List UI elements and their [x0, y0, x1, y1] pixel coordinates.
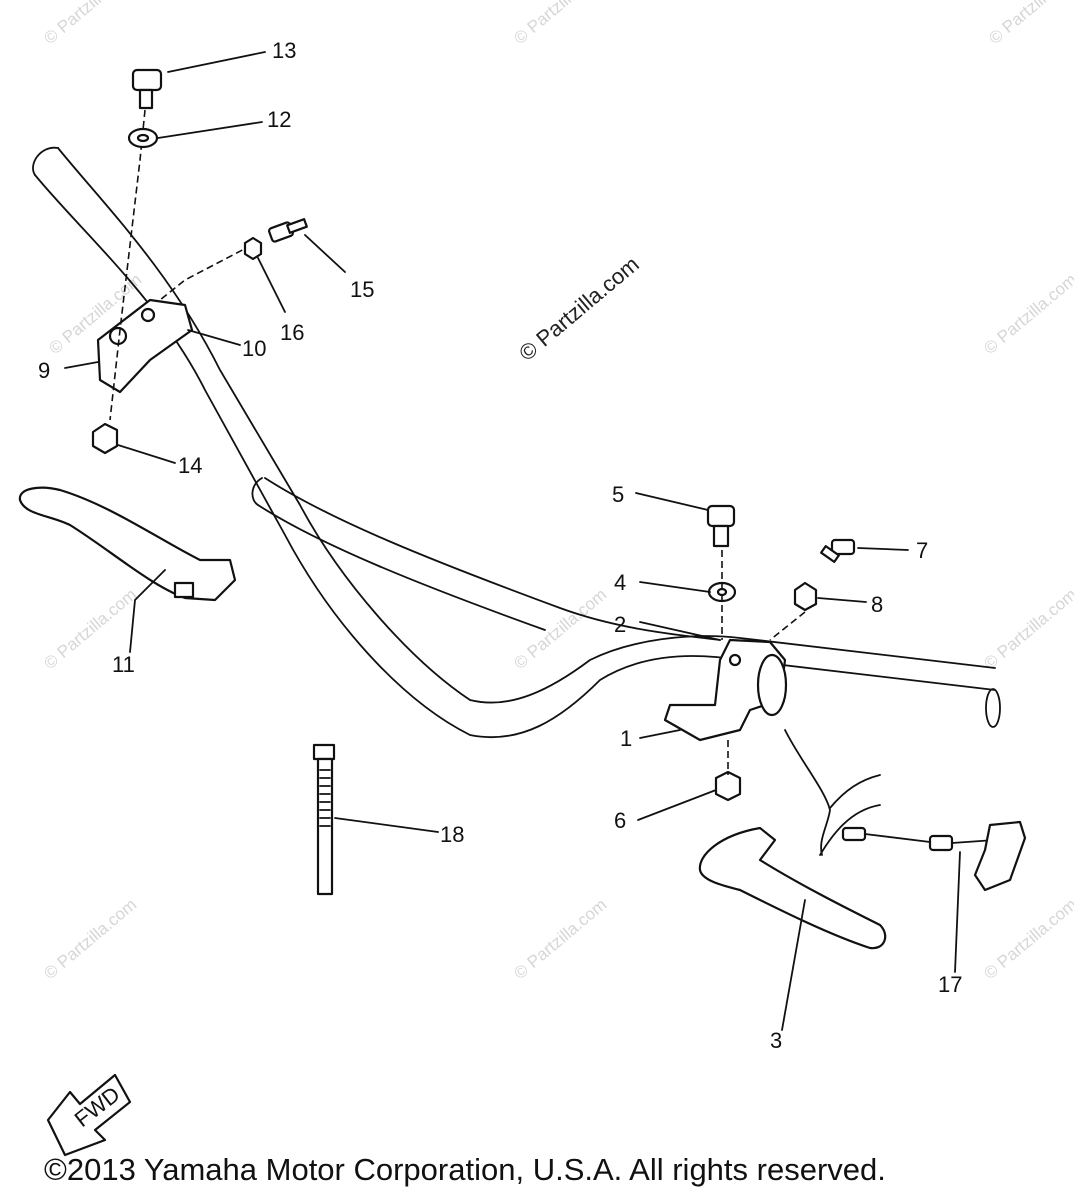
callout-3: 3 — [770, 1028, 782, 1053]
nut-6 — [714, 770, 742, 802]
watermark-tile: © Partzilla.com — [510, 895, 610, 983]
callout-6: 6 — [614, 808, 626, 833]
callout-4: 4 — [614, 570, 626, 595]
callout-8: 8 — [871, 592, 883, 617]
callout-10: 10 — [242, 336, 266, 361]
callout-numbers: 13 12 15 16 10 9 14 11 5 7 4 8 2 1 6 18 … — [38, 38, 962, 1053]
screw-15 — [268, 218, 308, 243]
watermark-tile: © Partzilla.com — [40, 895, 140, 983]
callout-14: 14 — [178, 453, 202, 478]
fwd-arrow-icon: FWD — [46, 1073, 132, 1157]
bolt-13 — [131, 68, 163, 110]
left-lever-holder — [96, 298, 194, 394]
callout-7: 7 — [916, 538, 928, 563]
copyright-notice: ©2013 Yamaha Motor Corporation, U.S.A. A… — [44, 1152, 886, 1187]
handlebar — [32, 146, 1001, 739]
bolt-5 — [706, 504, 736, 548]
watermark-tile: © Partzilla.com — [980, 270, 1074, 358]
watermark-tile: © Partzilla.com — [40, 0, 140, 48]
callout-18: 18 — [440, 822, 464, 847]
callout-15: 15 — [350, 277, 374, 302]
callout-17: 17 — [938, 972, 962, 997]
right-lever-holder — [663, 638, 788, 742]
watermark-tile: © Partzilla.com — [510, 0, 610, 48]
switch-17 — [784, 729, 1027, 892]
watermark-tile: © Partzilla.com — [985, 0, 1074, 48]
watermark-pattern: © Partzilla.com © Partzilla.com © Partzi… — [40, 0, 1074, 983]
screw-7 — [820, 538, 856, 563]
washer-12 — [127, 127, 159, 149]
watermark-tile: © Partzilla.com — [510, 585, 610, 673]
callout-16: 16 — [280, 320, 304, 345]
watermark-tile: © Partzilla.com — [980, 895, 1074, 983]
leader-lines — [64, 51, 961, 1031]
watermark-main: © Partzilla.com — [514, 251, 644, 365]
callout-1: 1 — [620, 726, 632, 751]
nut-14 — [91, 422, 119, 455]
callout-5: 5 — [612, 482, 624, 507]
nut-16 — [243, 236, 263, 261]
cable-tie-18 — [312, 743, 336, 896]
watermark-tile: © Partzilla.com — [980, 585, 1074, 673]
right-lever — [698, 826, 887, 950]
callout-9: 9 — [38, 358, 50, 383]
nut-8 — [793, 581, 818, 612]
left-lever — [18, 486, 237, 602]
callout-12: 12 — [267, 107, 291, 132]
callout-13: 13 — [272, 38, 296, 63]
callout-11: 11 — [112, 652, 135, 677]
callout-2: 2 — [614, 612, 626, 637]
